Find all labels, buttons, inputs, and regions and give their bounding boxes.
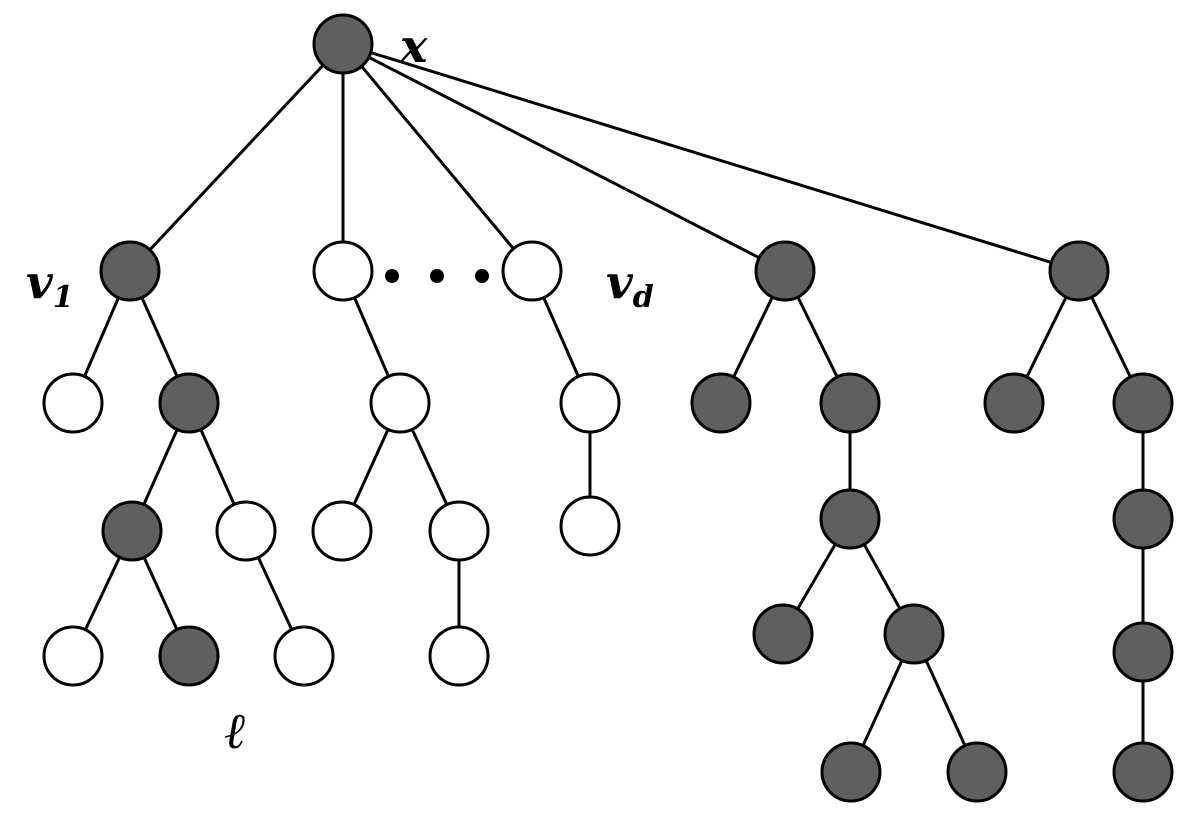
node-a2-marked: [158, 372, 220, 434]
node-c2-unmarked: [559, 495, 621, 557]
node-d6-marked: [820, 741, 882, 803]
ellipsis-dot: [475, 269, 489, 283]
ellipsis-dots: [385, 269, 489, 283]
first-child-label-subscript: 1: [53, 280, 74, 315]
node-v1-marked: [99, 240, 161, 302]
ellipsis-dot: [430, 269, 444, 283]
nodes-layer: [42, 13, 1174, 803]
edge-x-v1: [128, 42, 345, 273]
node-d7-marked: [946, 741, 1008, 803]
node-a8-unmarked: [273, 625, 335, 687]
node-d5-marked: [883, 603, 945, 665]
edge-x-t2: [342, 42, 1080, 273]
node-d4-marked: [752, 603, 814, 665]
last-child-label-main: v: [606, 255, 634, 309]
edge-x-t1: [342, 42, 786, 273]
node-b4-unmarked: [428, 625, 490, 687]
node-e3-marked: [1112, 488, 1174, 550]
node-a7-marked: [158, 625, 220, 687]
node-a1-unmarked: [42, 372, 104, 434]
node-t1-marked: [754, 240, 816, 302]
edge-x-vd: [341, 43, 534, 272]
node-e4-marked: [1112, 621, 1174, 683]
node-b2-unmarked: [311, 500, 373, 562]
node-x-marked: [312, 13, 374, 75]
last-child-label: vd: [606, 255, 654, 315]
node-e1-marked: [983, 372, 1045, 434]
ellipsis-dot: [385, 269, 399, 283]
node-d3-marked: [819, 488, 881, 550]
last-child-label-subscript: d: [633, 280, 654, 315]
root-label: x: [399, 19, 428, 73]
node-d1-marked: [690, 372, 752, 434]
node-e2-marked: [1112, 372, 1174, 434]
node-a4-unmarked: [215, 500, 277, 562]
node-b1-unmarked: [369, 372, 431, 434]
first-child-label-main: v: [26, 255, 54, 309]
node-c1-unmarked: [559, 372, 621, 434]
node-t2-marked: [1048, 240, 1110, 302]
node-a3-marked: [101, 500, 163, 562]
leaf-label: ℓ: [225, 701, 246, 760]
node-e5-marked: [1112, 741, 1174, 803]
node-w1-unmarked: [312, 240, 374, 302]
node-b3-unmarked: [428, 500, 490, 562]
first-child-label: v1: [26, 255, 74, 315]
node-d2-marked: [819, 372, 881, 434]
node-a5-unmarked: [42, 625, 104, 687]
node-vd-unmarked: [501, 240, 563, 302]
